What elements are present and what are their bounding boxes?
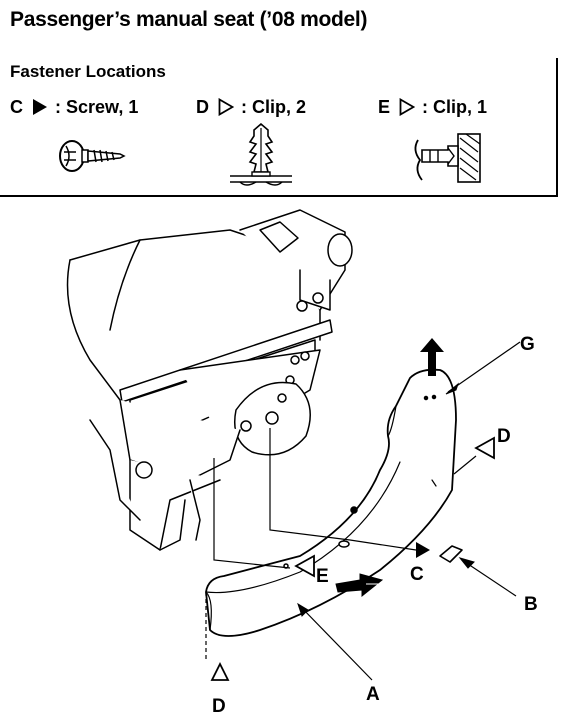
seat-side-cover-diagram: G D C E B A D: [66, 209, 538, 717]
callout-d-upper: D: [497, 426, 511, 447]
legend-screw-c: C : Screw, 1: [10, 96, 138, 118]
fastener-locations-panel: Fastener Locations C : Screw, 1 D : Clip…: [0, 58, 558, 197]
fastener-markers: [210, 436, 495, 681]
marker-clip-d-lower-icon: [210, 661, 230, 681]
panel-clip-icon: [414, 133, 481, 183]
callout-c: C: [410, 564, 424, 585]
legend-text: : Clip, 1: [422, 96, 488, 117]
up-arrow-icon: [420, 338, 444, 376]
callout-a: A: [366, 684, 380, 705]
leader-arrowhead-g: [445, 382, 460, 395]
callout-e: E: [316, 566, 329, 587]
callout-d-lower: D: [212, 696, 226, 717]
open-triangle-icon: [399, 98, 416, 117]
marker-screw-c-icon: [416, 542, 430, 558]
leader-arrowhead-a: [297, 602, 309, 617]
legend-clip-e: E : Clip, 1: [378, 96, 487, 118]
seat-frame: [66, 209, 353, 551]
screw-icon: [59, 140, 126, 172]
open-triangle-icon: [218, 98, 235, 117]
callout-b: B: [524, 594, 538, 615]
marker-clip-d-upper-icon: [474, 436, 495, 460]
right-arrow-icon: [335, 573, 384, 598]
guide-lines: [205, 341, 521, 681]
leader-arrowhead-b: [458, 557, 475, 569]
clip-b: [439, 545, 463, 563]
legend-clip-d: D : Clip, 2: [196, 96, 306, 118]
legend-letter: E: [378, 96, 391, 117]
removal-arrows: [335, 338, 444, 598]
fastener-heading: Fastener Locations: [10, 62, 166, 81]
callout-g: G: [520, 334, 535, 355]
push-clip-icon: [230, 122, 292, 186]
legend-letter: D: [196, 96, 209, 117]
page-title: Passenger’s manual seat (’08 model): [10, 8, 368, 31]
filled-triangle-icon: [33, 99, 48, 116]
legend-letter: C: [10, 96, 23, 117]
marker-clip-e-icon: [294, 554, 315, 578]
legend-text: : Clip, 2: [241, 96, 307, 117]
legend-text: : Screw, 1: [55, 96, 139, 117]
